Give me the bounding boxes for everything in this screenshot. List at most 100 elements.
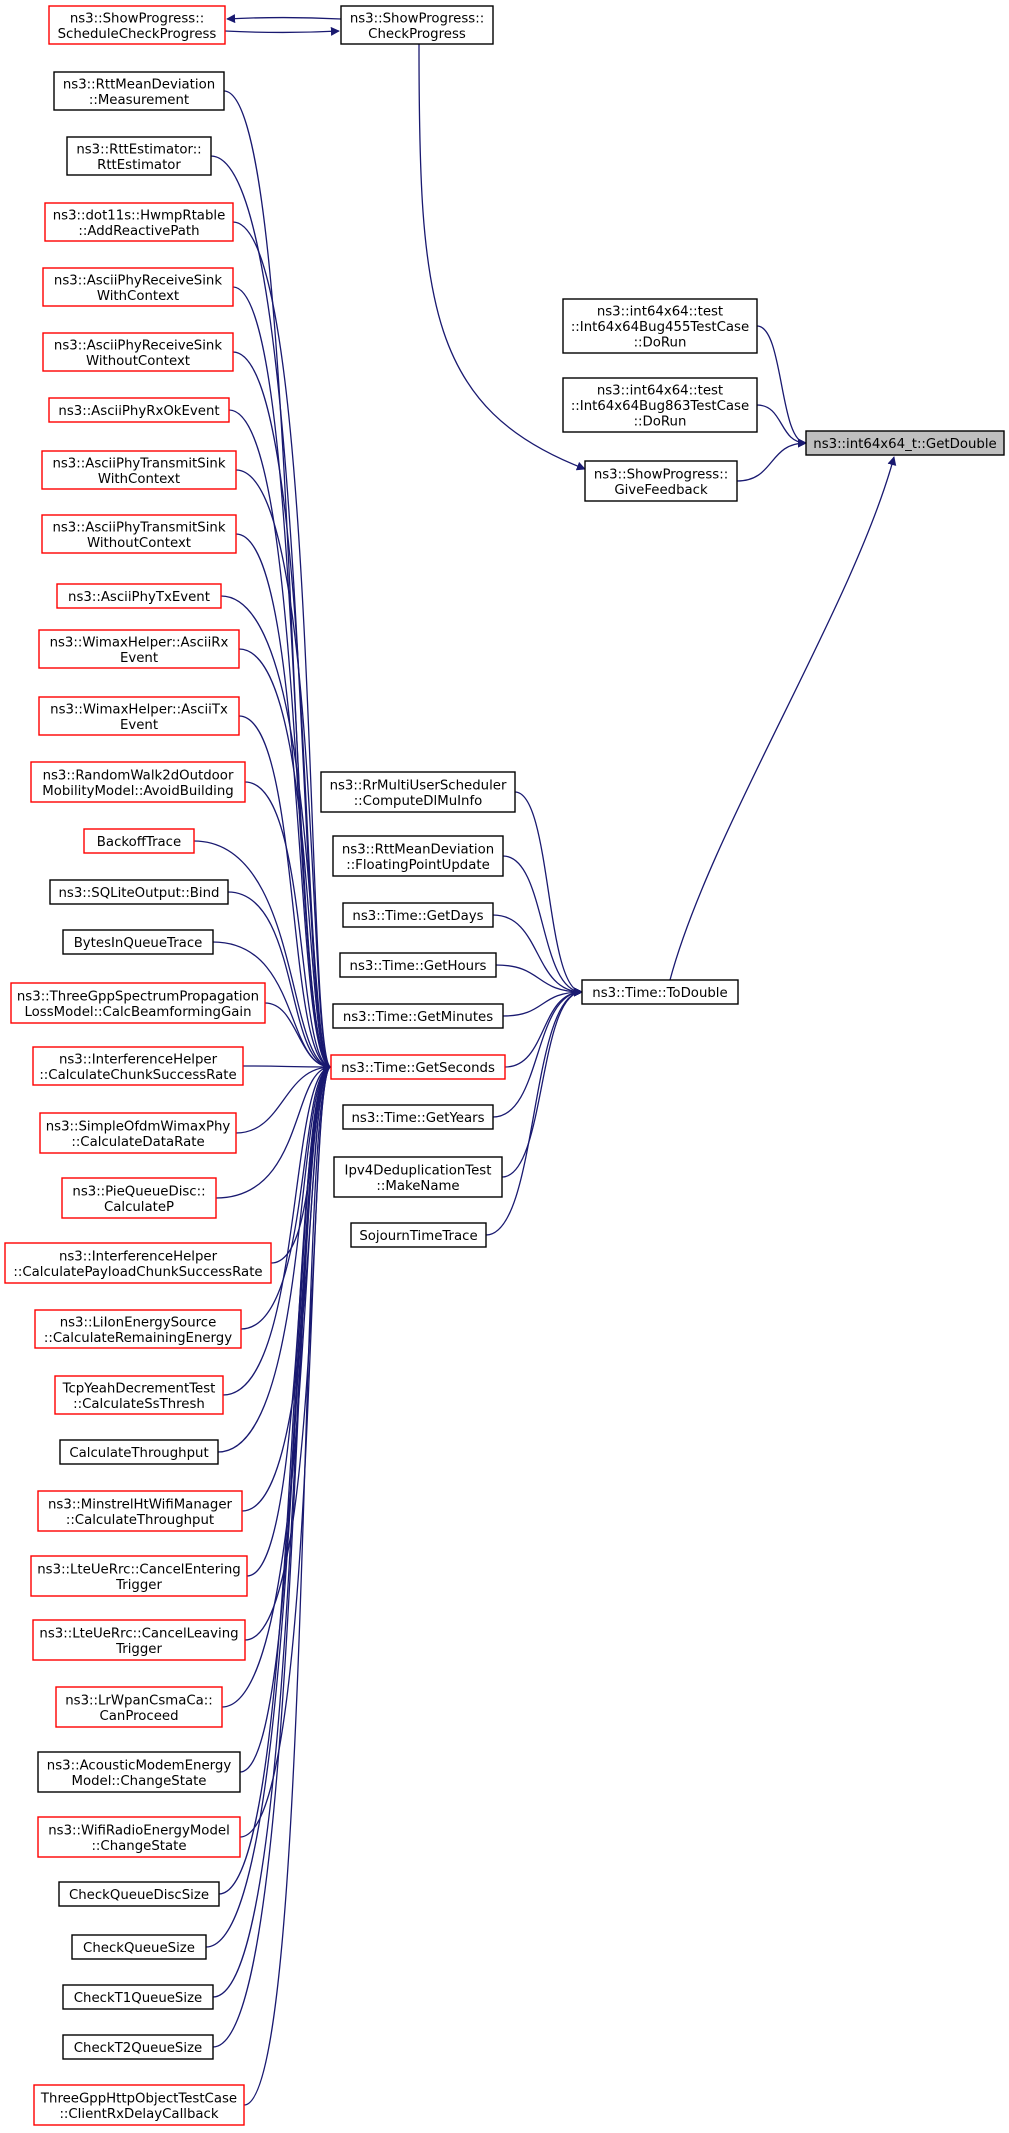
node-getseconds[interactable]: ns3::Time::GetSeconds xyxy=(330,1054,506,1080)
node-label: ns3::PieQueueDisc:: xyxy=(72,1184,205,1199)
node-box xyxy=(48,5,226,45)
node-payloadchunksuccessrate[interactable]: ns3::InterferenceHelper::CalculatePayloa… xyxy=(4,1242,272,1284)
node-todouble[interactable]: ns3::Time::ToDouble xyxy=(581,979,739,1005)
node-clientrxdelaycallback[interactable]: ThreeGppHttpObjectTestCase::ClientRxDela… xyxy=(33,2084,245,2126)
node-wifiradiochangestate[interactable]: ns3::WifiRadioEnergyModel::ChangeState xyxy=(37,1816,241,1858)
node-label: ::CalculateThroughput xyxy=(66,1513,214,1528)
node-checkt1queuesize[interactable]: CheckT1QueueSize xyxy=(62,1984,214,2010)
node-label: WithContext xyxy=(98,472,180,487)
node-box xyxy=(805,430,1005,456)
node-asciitxevent[interactable]: ns3::AsciiPhyTxEvent xyxy=(56,583,222,609)
node-makename[interactable]: Ipv4DeduplicationTest::MakeName xyxy=(333,1156,503,1198)
node-box xyxy=(55,1686,223,1728)
node-addreactivepath[interactable]: ns3::dot11s::HwmpRtable::AddReactivePath xyxy=(44,202,234,242)
edge-gethours-todouble xyxy=(495,964,583,997)
edge-clientrxdelaycallback-getseconds xyxy=(243,1062,332,2106)
node-label: Trigger xyxy=(115,1578,162,1593)
node-calculatessthresh[interactable]: TcpYeahDecrementTest::CalculateSsThresh xyxy=(54,1375,224,1415)
node-rttestimator[interactable]: ns3::RttEstimator::RttEstimator xyxy=(66,136,212,176)
node-calculatep[interactable]: ns3::PieQueueDisc::CalculateP xyxy=(61,1177,217,1219)
node-checkt2queuesize[interactable]: CheckT2QueueSize xyxy=(62,2034,214,2060)
edge-asciirxok-getseconds xyxy=(228,409,332,1072)
node-label: ns3::SimpleOfdmWimaxPhy xyxy=(46,1119,231,1134)
node-label: WithoutContext xyxy=(87,536,191,551)
node-box xyxy=(38,629,240,669)
node-computedlmuinfo[interactable]: ns3::RrMultiUserScheduler::ComputeDlMuIn… xyxy=(320,771,516,813)
node-bytesinqueuetrace[interactable]: BytesInQueueTrace xyxy=(62,929,214,955)
node-getminutes[interactable]: ns3::Time::GetMinutes xyxy=(332,1003,504,1029)
node-box xyxy=(33,2084,245,2126)
node-label: ns3::AsciiPhyTransmitSink xyxy=(52,456,225,471)
node-floatingpointupdate[interactable]: ns3::RttMeanDeviation::FloatingPointUpda… xyxy=(332,835,504,877)
node-chunksuccessrate[interactable]: ns3::InterferenceHelper::CalculateChunkS… xyxy=(32,1046,244,1086)
node-label: CanProceed xyxy=(99,1709,178,1724)
node-label: SojournTimeTrace xyxy=(359,1229,477,1244)
node-box xyxy=(330,1054,506,1080)
nodes: ns3::int64x64_t::GetDouble ns3::int64x64:… xyxy=(4,5,1005,2126)
node-sqlitebind[interactable]: ns3::SQLiteOutput::Bind xyxy=(49,879,229,905)
node-label: ns3::MinstrelHtWifiManager xyxy=(48,1497,233,1512)
node-label: ::Int64x64Bug455TestCase xyxy=(571,320,749,335)
node-acousticchangestate[interactable]: ns3::AcousticModemEnergyModel::ChangeSta… xyxy=(37,1751,241,1793)
node-box xyxy=(30,1555,248,1597)
node-box xyxy=(562,298,758,354)
node-label: ::MakeName xyxy=(376,1179,459,1194)
edge-floatingpointupdate-todouble xyxy=(502,855,583,997)
node-label: Model::ChangeState xyxy=(72,1774,207,1789)
node-minstrelthroughput[interactable]: ns3::MinstrelHtWifiManager::CalculateThr… xyxy=(37,1490,243,1532)
node-canproceed[interactable]: ns3::LrWpanCsmaCa::CanProceed xyxy=(55,1686,223,1728)
node-checkqueuediscsize[interactable]: CheckQueueDiscSize xyxy=(58,1881,220,1907)
node-label: WithContext xyxy=(97,289,179,304)
node-avoidbuilding[interactable]: ns3::RandomWalk2dOutdoorMobilityModel::A… xyxy=(30,761,246,803)
node-asciirxok[interactable]: ns3::AsciiPhyRxOkEvent xyxy=(48,397,230,423)
edge-getdays-todouble xyxy=(492,914,583,997)
node-getdays[interactable]: ns3::Time::GetDays xyxy=(342,902,494,928)
node-calcbeamforminggain[interactable]: ns3::ThreeGppSpectrumPropagationLossMode… xyxy=(10,982,266,1024)
node-box xyxy=(42,332,234,372)
node-remainingenergy[interactable]: ns3::LiIonEnergySource::CalculateRemaini… xyxy=(34,1309,242,1349)
node-sojourntimetrace[interactable]: SojournTimeTrace xyxy=(350,1222,487,1248)
node-box xyxy=(48,397,230,423)
node-checkprogress[interactable]: ns3::ShowProgress::CheckProgress xyxy=(340,5,494,45)
node-getdouble[interactable]: ns3::int64x64_t::GetDouble xyxy=(805,430,1005,456)
node-calculatedatarate[interactable]: ns3::SimpleOfdmWimaxPhy::CalculateDataRa… xyxy=(39,1112,237,1154)
edge-calculatessthresh-getseconds xyxy=(222,1062,332,1396)
node-label: ns3::dot11s::HwmpRtable xyxy=(53,208,226,223)
edge-wimaxasciitx-getseconds xyxy=(238,715,332,1072)
node-schedulecheckprogress[interactable]: ns3::ShowProgress::ScheduleCheckProgress xyxy=(48,5,226,45)
node-label: ns3::ShowProgress:: xyxy=(594,467,728,482)
node-bug863[interactable]: ns3::int64x64::test::Int64x64Bug863TestC… xyxy=(562,377,758,433)
edge-calcbeamforminggain-getseconds xyxy=(264,1002,332,1072)
node-label: ns3::AsciiPhyReceiveSink xyxy=(54,338,222,353)
node-calculatethroughput[interactable]: CalculateThroughput xyxy=(59,1439,219,1465)
node-box xyxy=(350,1222,487,1248)
node-measurement[interactable]: ns3::RttMeanDeviation::Measurement xyxy=(53,71,225,111)
node-label: ns3::int64x64::test xyxy=(597,305,723,320)
node-box xyxy=(30,761,246,803)
node-label: ns3::RttEstimator:: xyxy=(76,142,201,157)
node-givefeedback[interactable]: ns3::ShowProgress::GiveFeedback xyxy=(584,460,738,502)
node-getyears[interactable]: ns3::Time::GetYears xyxy=(342,1104,494,1130)
node-label: Event xyxy=(120,718,158,733)
node-label: ns3::AsciiPhyReceiveSink xyxy=(54,273,222,288)
edge-cancelleaving-getseconds xyxy=(244,1062,332,1641)
edges xyxy=(193,14,897,2106)
node-checkqueuesize[interactable]: CheckQueueSize xyxy=(71,1934,207,1960)
node-backofftrace[interactable]: BackoffTrace xyxy=(83,828,195,854)
node-gethours[interactable]: ns3::Time::GetHours xyxy=(339,952,497,978)
edge-checkprogress-schedule xyxy=(226,14,342,24)
node-label: CheckT2QueueSize xyxy=(74,2041,202,2056)
edge-canproceed-getseconds xyxy=(221,1062,332,1708)
edge-asciitxsinkwithctx-getseconds xyxy=(235,469,332,1072)
node-bug455[interactable]: ns3::int64x64::test::Int64x64Bug455TestC… xyxy=(562,298,758,354)
node-label: ns3::Time::GetSeconds xyxy=(341,1061,495,1076)
